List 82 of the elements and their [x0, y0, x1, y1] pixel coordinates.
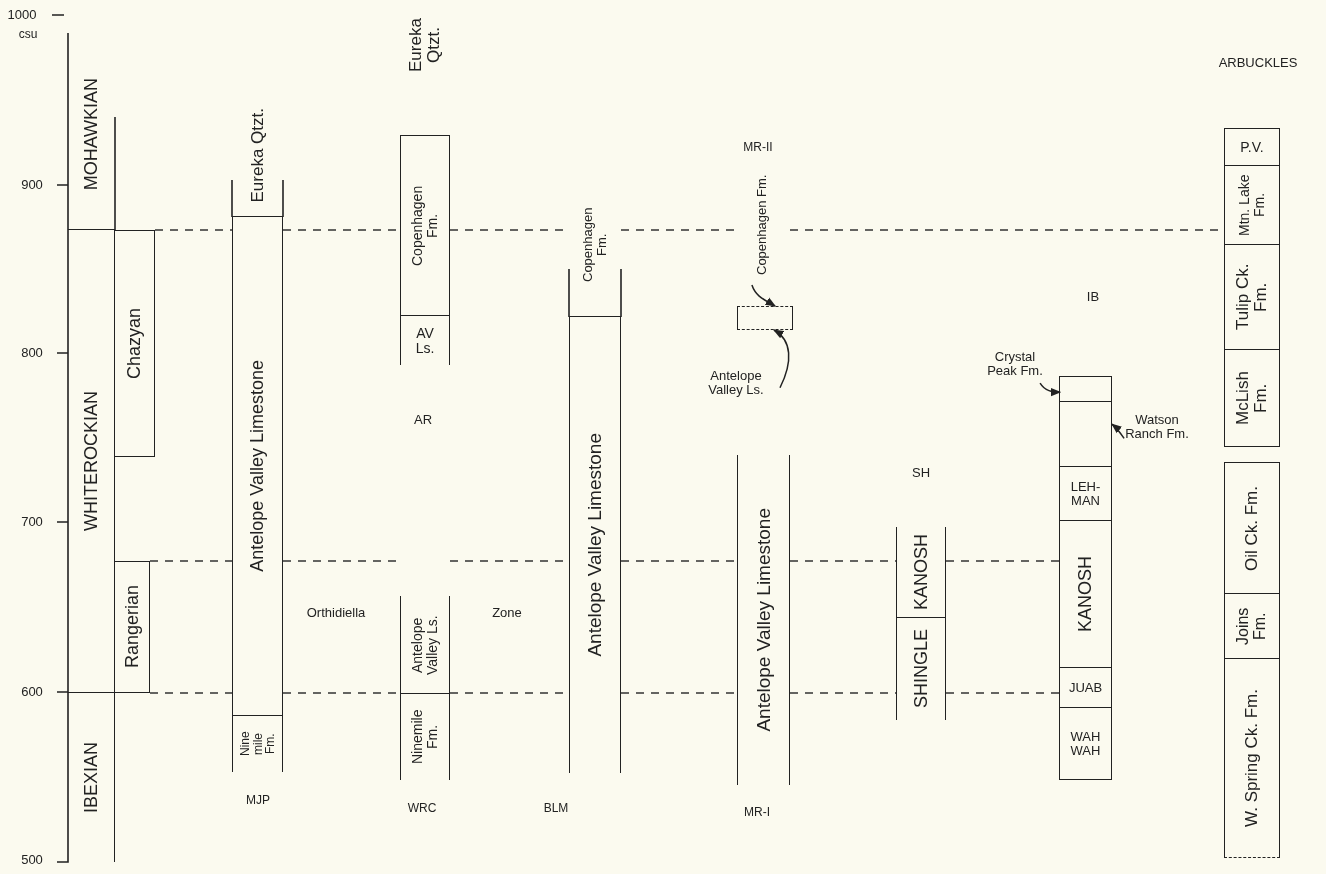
section-label: AR: [413, 413, 433, 427]
stratigraphic-unit: [1224, 245, 1280, 350]
stratigraphic-unit: [1059, 402, 1112, 467]
axis-label: csu: [18, 27, 38, 41]
section-label: SH: [911, 466, 931, 480]
stratigraphic-unit: [1224, 594, 1280, 659]
unit-name: IBEXIAN: [81, 742, 101, 813]
stratigraphic-unit: [896, 527, 946, 618]
unit-name: Tulip Ck. Fm.: [1234, 262, 1270, 333]
unit-name: AV Ls.: [414, 325, 436, 356]
stratigraphic-unit: [1059, 521, 1112, 668]
unit-name: Copenhagen Fm.: [581, 205, 609, 284]
unit-name: SHINGLE: [911, 629, 931, 709]
unit-name: Antelope Valley Limestone: [753, 508, 774, 732]
stratigraphic-unit: [1059, 668, 1112, 708]
stratigraphic-unit: [1059, 708, 1112, 780]
axis-label: 600: [21, 685, 43, 699]
section-label: IB: [1086, 290, 1100, 304]
formation-label: Antelope Valley Ls.: [692, 345, 780, 420]
unit-name: LEH-MAN: [1069, 479, 1102, 508]
leader-arrow: [773, 329, 790, 389]
section-label: Eureka Qtzt.: [407, 17, 443, 74]
unit-name: Antelope Valley Ls.: [410, 613, 440, 677]
axis-label: 800: [21, 346, 43, 360]
stratigraphic-unit: [400, 135, 450, 316]
section-label: MJP: [246, 793, 270, 807]
section-label: Zone: [492, 606, 522, 620]
unit-name: JUAB: [1068, 680, 1103, 695]
stratigraphic-unit: [400, 693, 450, 780]
unit-name: MOHAWKIAN: [82, 78, 101, 191]
section-label: BLM: [543, 801, 569, 815]
formation-label: Copenhagen Fm.: [738, 165, 786, 285]
section-label: Orthidiella: [306, 606, 366, 620]
stratigraphic-unit: [232, 716, 283, 772]
leader-arrow: [1111, 423, 1125, 440]
formation-label: Crystal Peak Fm.: [982, 333, 1048, 395]
section-label: WRC: [407, 801, 437, 815]
axis-label: 900: [21, 178, 43, 192]
stratigraphic-unit: [400, 596, 450, 693]
stratigraphic-unit: [115, 230, 155, 457]
stratigraphic-unit: [1059, 376, 1112, 402]
stratigraphic-unit: [1224, 350, 1280, 447]
unit-name: KANOSH: [911, 534, 931, 610]
stratigraphic-unit: [115, 561, 150, 693]
stratigraphic-unit: [1224, 166, 1280, 245]
stratigraphic-unit: [1224, 659, 1280, 858]
axis-label: 700: [21, 515, 43, 529]
unit-name: Nine mile Fm.: [238, 730, 277, 759]
stratigraphic-unit: [1224, 128, 1280, 166]
stratigraphic-unit: [569, 317, 621, 773]
axis-label: 500: [21, 853, 43, 867]
unit-name: Joins Fm.: [1235, 606, 1269, 647]
section-label: ARBUCKLES: [1218, 56, 1298, 70]
unit-name: W. Spring Ck. Fm.: [1243, 689, 1261, 827]
stratigraphic-unit: [737, 306, 793, 330]
leader-arrow: [1039, 382, 1062, 397]
unit-name: Chazyan: [125, 307, 144, 379]
unit-name: Oil Ck. Fm.: [1243, 485, 1261, 571]
section-label: MR-II: [743, 140, 773, 154]
stratigraphic-unit: [1059, 467, 1112, 521]
unit-name: WHITEROCKIAN: [81, 391, 101, 531]
stratigraphic-unit: [737, 455, 790, 785]
stratigraphic-unit: [1224, 462, 1280, 594]
unit-name: KANOSH: [1076, 556, 1095, 632]
unit-name: Copenhagen Fm.: [410, 184, 440, 268]
unit-name: Mtn. Lake Fm.: [1237, 174, 1267, 236]
unit-name: WAH WAH: [1069, 729, 1102, 758]
unit-name: Eureka Qtzt.: [248, 108, 267, 203]
stratigraphic-unit: [896, 618, 946, 720]
stratigraphic-unit: [68, 230, 115, 693]
unit-name: Ninemile Fm.: [410, 708, 440, 767]
section-label: MR-I: [744, 805, 770, 819]
unit-name: Rangerian: [122, 585, 142, 669]
stratigraphic-unit: [232, 217, 283, 716]
unit-name: McLish Fm.: [1234, 370, 1270, 427]
stratigraphic-unit: [400, 316, 450, 365]
formation-label: Watson Ranch Fm.: [1122, 383, 1192, 471]
axis-label: 1000: [7, 8, 37, 22]
unit-name: Antelope Valley Limestone: [248, 360, 267, 572]
unit-name: Antelope Valley Limestone: [585, 433, 605, 657]
unit-name: P.V.: [1240, 139, 1264, 155]
leader-arrow: [751, 284, 776, 307]
